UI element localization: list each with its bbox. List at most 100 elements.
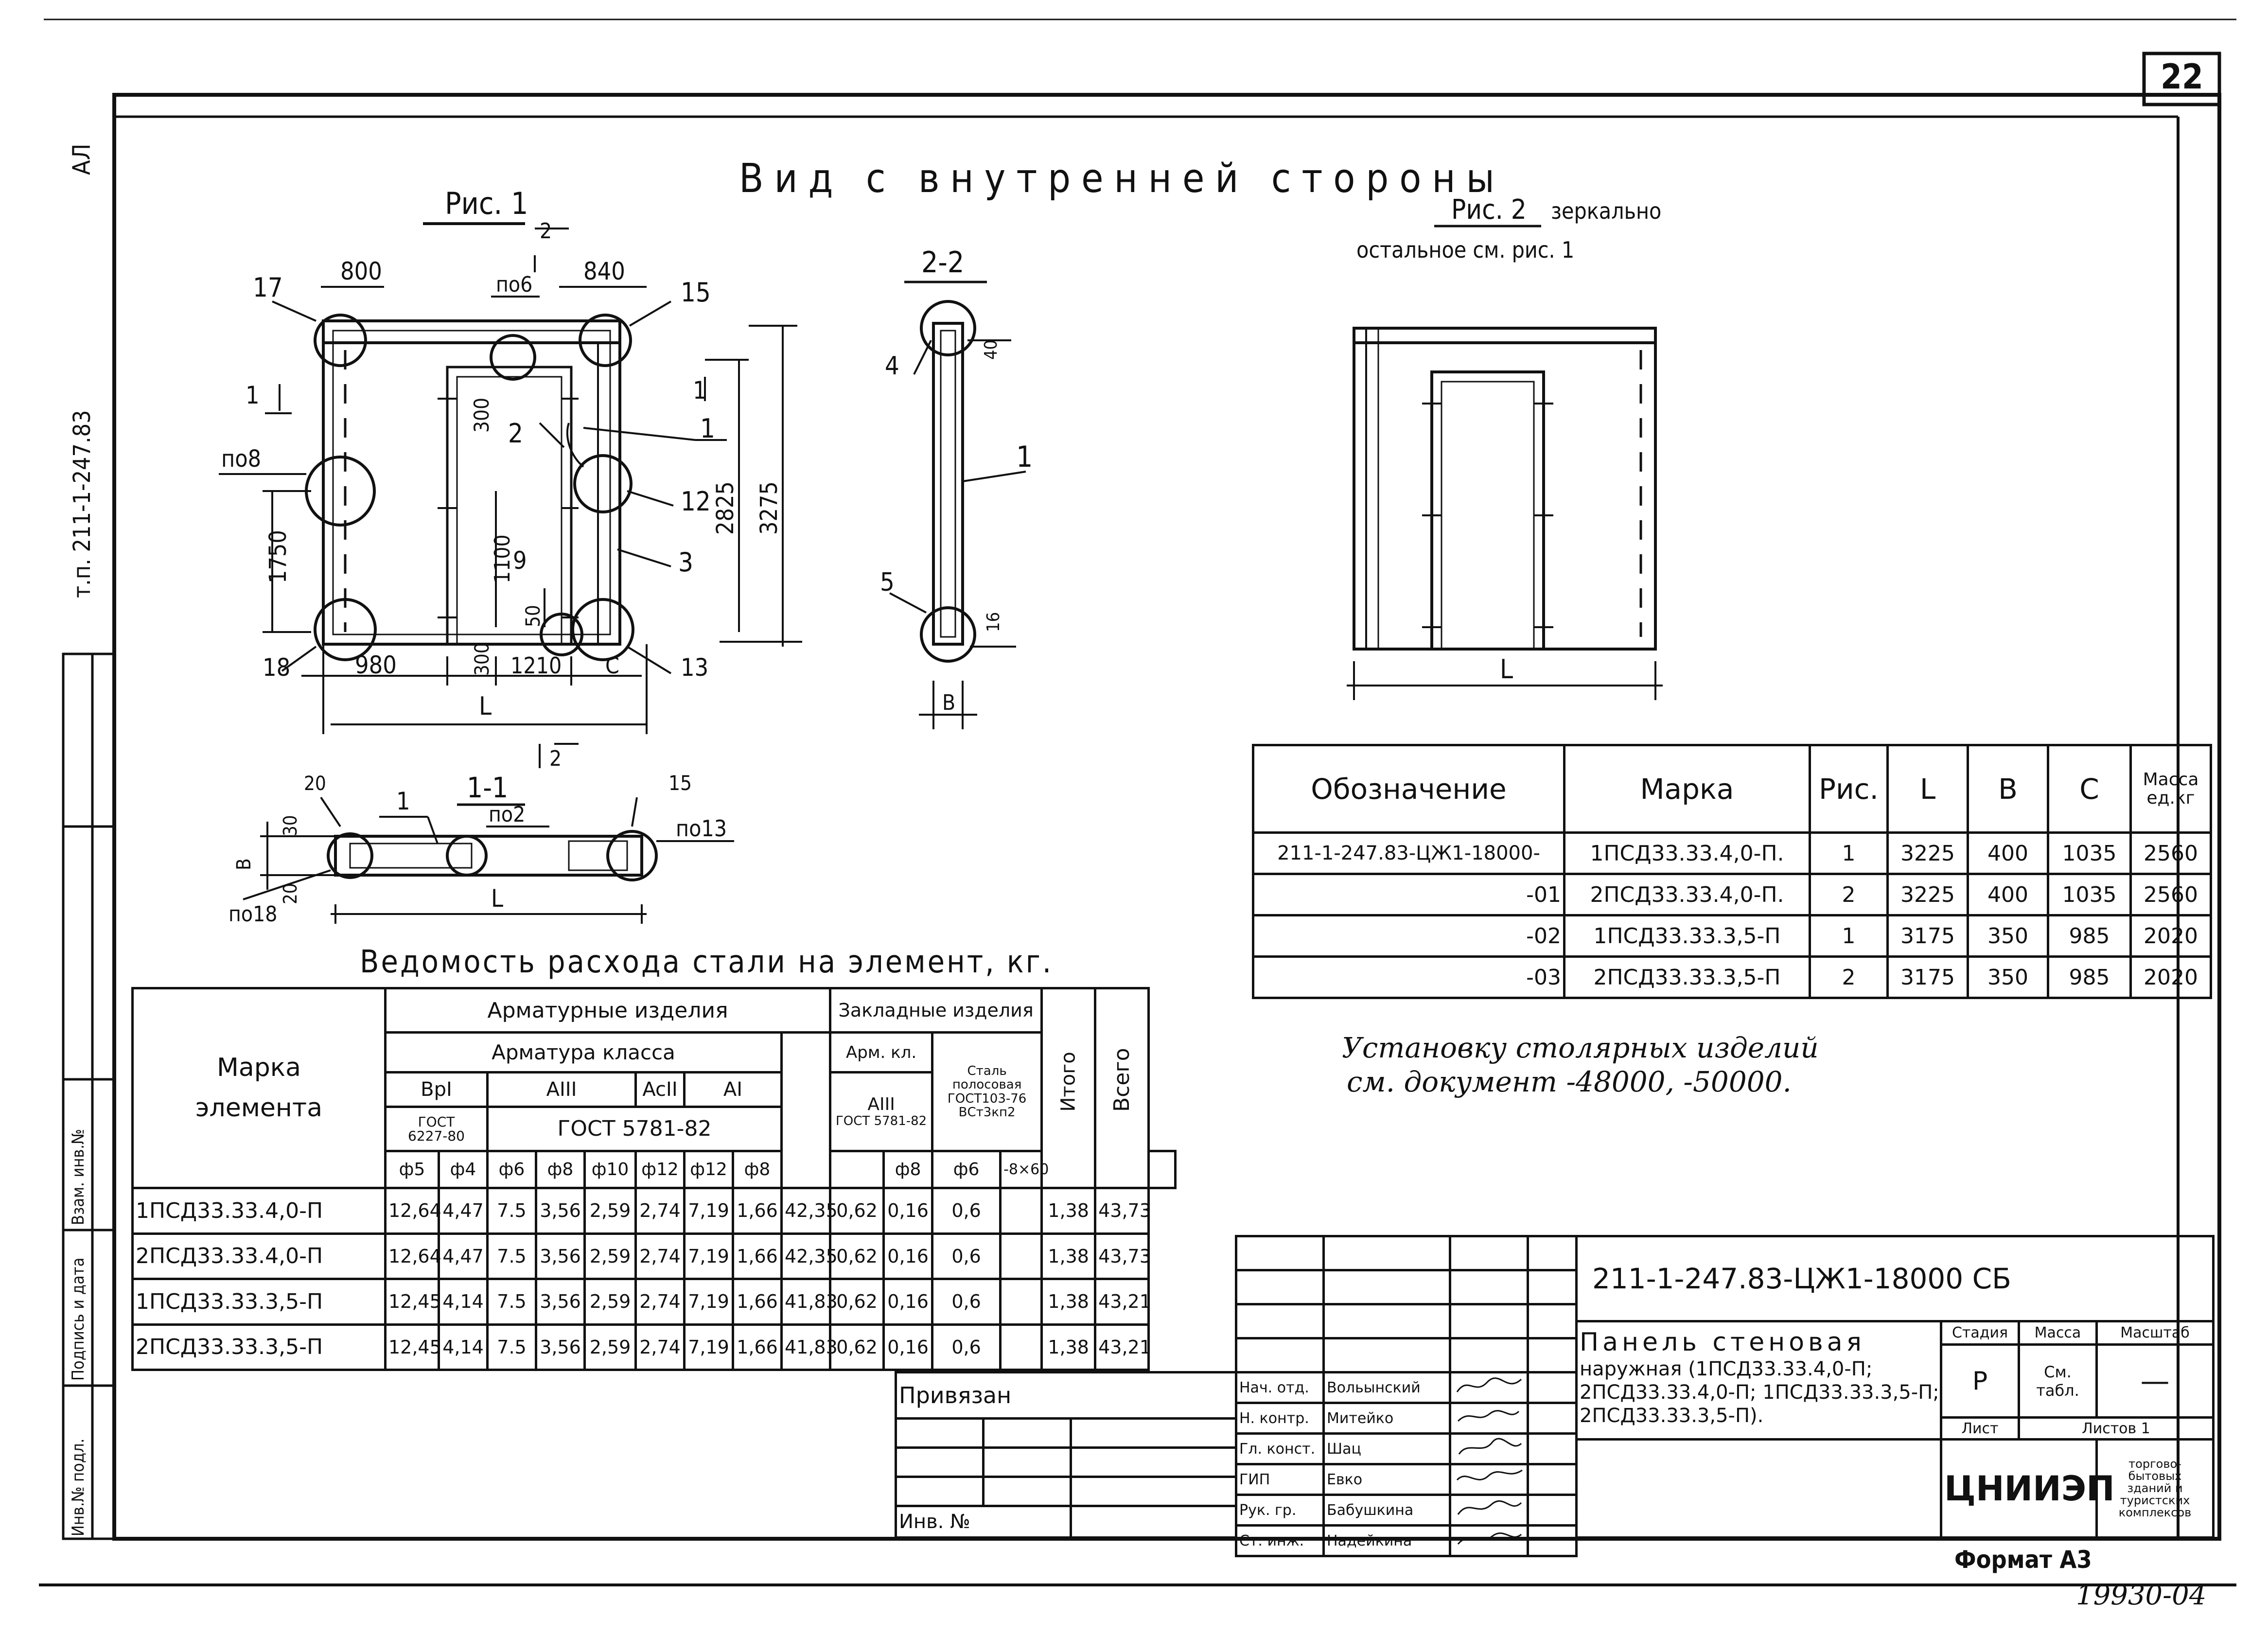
stamp-role: Гл. конст. xyxy=(1235,1432,1325,1465)
listov-value: 1 xyxy=(2141,1420,2150,1437)
spec-cell: 2560 xyxy=(2129,831,2212,875)
dim-980: 980 xyxy=(355,651,397,679)
callout-17: 17 xyxy=(253,272,283,303)
side-col-inv: Инв.№ подл. xyxy=(69,1439,88,1536)
spec-cell: 2ПСД33.33.4,0-П. xyxy=(1563,873,1811,916)
org-sub-5: комплексов xyxy=(2118,1506,2192,1520)
stamp-signatures: Нач. отд.Вольынский Н. контр.Митейко Гл.… xyxy=(1235,1235,1578,1557)
stamp-signature xyxy=(1449,1432,1529,1465)
steel-h-mark: Марка элемента xyxy=(131,986,387,1190)
stamp-signature xyxy=(1449,1524,1529,1557)
privyazan-cell xyxy=(1069,1476,1238,1507)
masshtab-header: Масштаб xyxy=(2095,1320,2215,1346)
sec22-dim-B: B xyxy=(942,690,955,715)
steel-cell: 7,19 xyxy=(683,1187,734,1235)
steel-cell: 0,62 xyxy=(829,1232,885,1281)
sheet-number: 22 xyxy=(2161,57,2203,97)
steel-diam: -8×60 xyxy=(999,1150,1049,1190)
steel-diam: ф6 xyxy=(486,1150,537,1190)
steel-cell: 2,59 xyxy=(583,1187,637,1235)
steel-class-brI: ВрI xyxy=(384,1071,489,1108)
steel-h-mark-2: элемента xyxy=(195,1093,323,1123)
sec11-labels: 1 по2 по13 по18 15 20 30 20 B L 2 xyxy=(229,746,727,927)
spec-cell: 1035 xyxy=(2047,831,2132,875)
callout-2: 2 xyxy=(508,418,523,449)
callout-18: 18 xyxy=(263,653,290,682)
stamp-cell xyxy=(1322,1269,1451,1305)
fig1-labels: 800 840 по6 2 17 15 по8 1 1 1 2 12 3 9 1… xyxy=(221,219,783,721)
steel-cell xyxy=(999,1187,1043,1235)
spec-h-fig: Рис. xyxy=(1809,744,1889,834)
privyazan-label: Привязан xyxy=(894,1371,1238,1420)
steel-diam: ф8 xyxy=(882,1150,934,1190)
section-1-1-drawing: 1-1 xyxy=(243,744,734,924)
stamp-signature xyxy=(1449,1371,1529,1404)
privyazan-cell xyxy=(1069,1446,1238,1478)
spec-h-designation: Обозначение xyxy=(1252,744,1565,834)
signature-mark xyxy=(1456,1469,1523,1481)
stadia-header: Стадия xyxy=(1940,1320,2020,1346)
spec-cell: 985 xyxy=(2047,955,2132,999)
spec-table: Обозначение Марка Рис. L B C Масса ед.кг… xyxy=(1252,744,2212,999)
steel-cell: 0,6 xyxy=(931,1187,1002,1235)
steel-class-az: AIII ГОСТ 5781-82 xyxy=(829,1071,934,1153)
steel-cell: 7.5 xyxy=(486,1232,537,1281)
steel-cell: 0,62 xyxy=(829,1278,885,1326)
doc-name: Панель стеновая наружная (1ПСД33.33.4,0-… xyxy=(1575,1320,1942,1441)
steel-h-stal-3: ГОСТ103-76 xyxy=(947,1091,1027,1106)
steel-gost2: ГОСТ 5781-82 xyxy=(486,1105,783,1153)
fig2-mirror: зеркально xyxy=(1551,198,1661,224)
inv-no-label: Инв. № xyxy=(895,1505,1072,1539)
sec22-labels: 4 5 1 40 16 B xyxy=(880,340,1033,715)
stamp-signature xyxy=(1449,1494,1529,1527)
steel-cell: 0,16 xyxy=(882,1232,934,1281)
steel-cell: 12,45 xyxy=(384,1278,441,1326)
spec-cell: 1 xyxy=(1809,914,1889,958)
spec-h-L: L xyxy=(1886,744,1969,834)
dim-1100: 1100 xyxy=(490,534,515,583)
steel-h-stal-4: ВСт3кп2 xyxy=(958,1105,1016,1120)
sec11-callout-sec2: 2 xyxy=(549,746,562,771)
stamp-name: Вольынский xyxy=(1322,1371,1451,1404)
dim-3275: 3275 xyxy=(756,481,783,535)
spec-cell: 3175 xyxy=(1886,955,1969,999)
privyazan-cell xyxy=(1069,1505,1238,1539)
steel-cell: 7.5 xyxy=(486,1187,537,1235)
main-title: Вид с внутренней стороны xyxy=(739,156,1505,202)
steel-cell: 3,56 xyxy=(535,1187,586,1235)
steel-cell: 41,83 xyxy=(780,1323,838,1372)
stamp-cell xyxy=(1235,1337,1325,1373)
spec-cell: 2020 xyxy=(2129,914,2212,958)
callout-sec1-right: 1 xyxy=(693,376,707,405)
stamp-cell xyxy=(1527,1269,1578,1305)
steel-cell: 0,62 xyxy=(829,1187,885,1235)
spec-cell: 400 xyxy=(1967,831,2049,875)
steel-cell: 2,74 xyxy=(634,1187,686,1235)
steel-gost3: ГОСТ 5781-82 xyxy=(833,1114,929,1128)
spec-cell: 2 xyxy=(1809,955,1889,999)
callout-1: 1 xyxy=(700,413,715,444)
sec11-callout-po13: по13 xyxy=(676,815,727,842)
steel-cell: 2,59 xyxy=(583,1278,637,1326)
steel-cell: 7,19 xyxy=(683,1232,734,1281)
sec22-label: 2-2 xyxy=(921,246,964,280)
spec-cell: 3225 xyxy=(1886,873,1969,916)
sec22-callout-4: 4 xyxy=(885,352,899,381)
steel-class-AIII: AIII xyxy=(486,1071,637,1108)
stamp-cell xyxy=(1527,1235,1578,1271)
side-col-vzam: Взам. инв.№ xyxy=(69,1129,88,1225)
steel-diam xyxy=(829,1150,885,1190)
spec-cell: 211-1-247.83-ЦЖ1-18000- xyxy=(1252,831,1565,875)
callout-9: 9 xyxy=(513,546,527,575)
signature-mark xyxy=(1456,1377,1522,1392)
steel-cell: 0,16 xyxy=(882,1187,934,1235)
sec11-callout-1: 1 xyxy=(396,787,410,815)
spec-cell: 2560 xyxy=(2129,873,2212,916)
steel-cell: 0,6 xyxy=(931,1278,1002,1326)
spec-cell: -02 xyxy=(1252,914,1565,958)
dim-1210: 1210 xyxy=(510,652,562,679)
steel-gost1-b: 6227-80 xyxy=(408,1127,465,1144)
steel-class-AI: AI xyxy=(683,1071,783,1108)
steel-row-mark: 2ПСД33.33.4,0-П xyxy=(131,1232,387,1281)
org-sub-4: туристских xyxy=(2120,1494,2190,1508)
